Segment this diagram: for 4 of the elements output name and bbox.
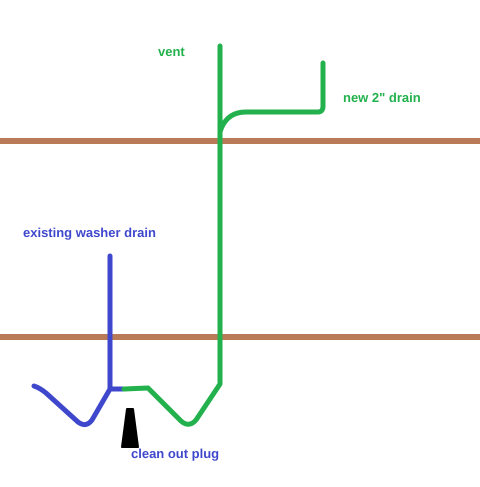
pipe-label: new 2" drain <box>343 90 421 106</box>
pipe-label: existing washer drain <box>23 225 156 241</box>
pipe-label: clean out plug <box>131 446 220 462</box>
pipe-label: vent <box>158 44 185 60</box>
